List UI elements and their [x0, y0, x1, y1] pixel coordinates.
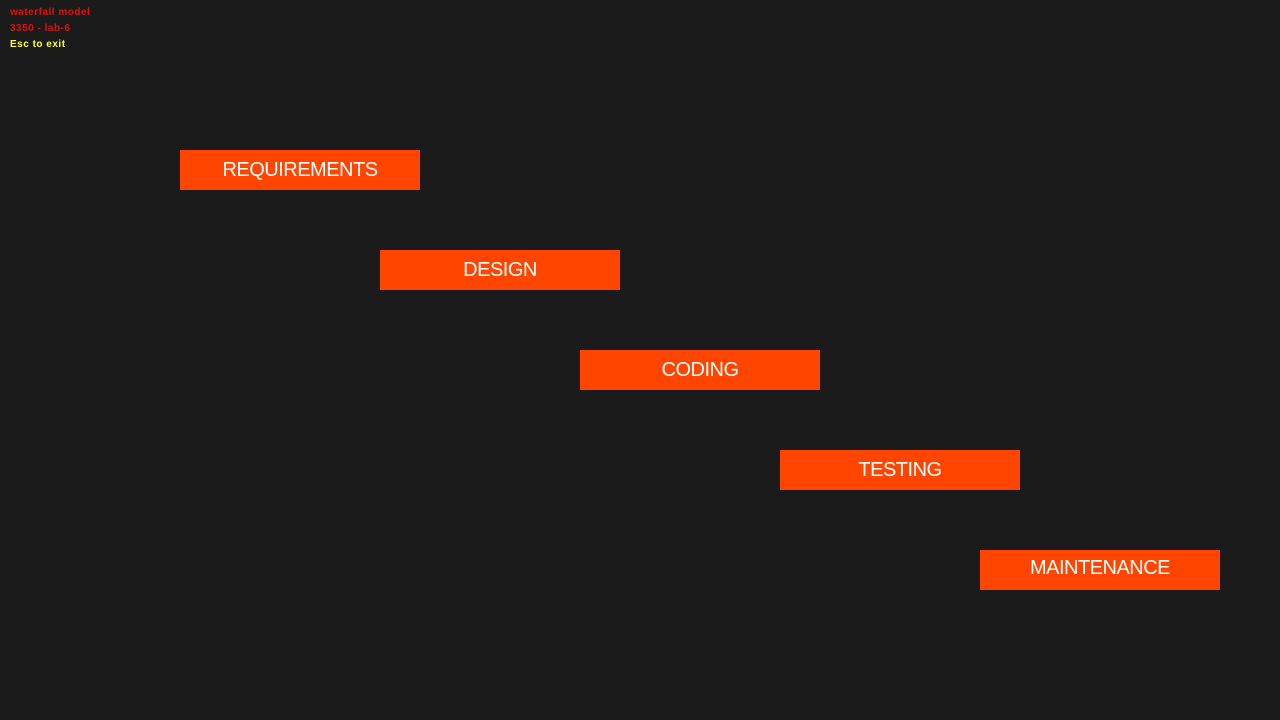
stage-label: REQUIREMENTS — [222, 158, 378, 181]
stage-label: TESTING — [858, 458, 942, 481]
stage-requirements: REQUIREMENTS — [180, 150, 420, 190]
stage-label: CODING — [661, 358, 740, 381]
stage-label: DESIGN — [463, 258, 537, 281]
app-title: waterfall model — [10, 7, 91, 18]
stage-coding: CODING — [580, 350, 820, 390]
exit-hint: Esc to exit — [10, 39, 66, 50]
stage-testing: TESTING — [780, 450, 1020, 490]
stage-label: MAINTENANCE — [1029, 556, 1171, 579]
stage-maintenance: MAINTENANCE — [980, 550, 1220, 590]
app-subtitle: 3350 - lab-6 — [10, 23, 71, 34]
stage-design: DESIGN — [380, 250, 620, 290]
